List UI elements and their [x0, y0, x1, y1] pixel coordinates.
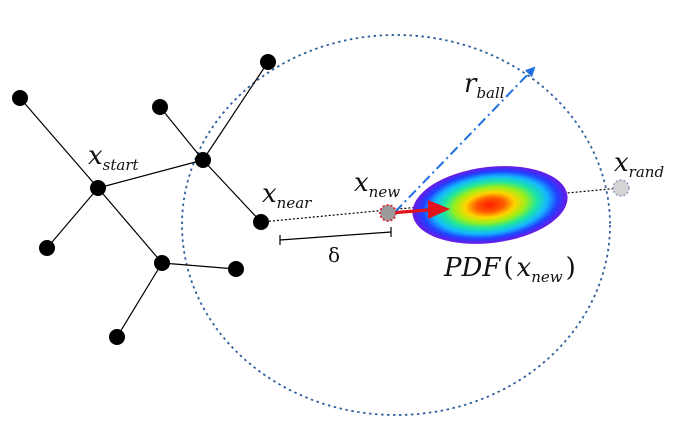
- tree-edge: [97, 159, 204, 189]
- delta-bracket: [279, 227, 392, 245]
- label-x-rand-sub: rand: [629, 163, 664, 181]
- tree-node: [154, 255, 170, 271]
- label-x-rand-base: x: [614, 148, 629, 178]
- label-pdf: PDF(xnew): [443, 253, 576, 286]
- pdf-distribution: [412, 166, 568, 244]
- radius-arrow: [394, 66, 536, 213]
- label-x-new-base: x: [354, 168, 369, 198]
- label-x-new: xnew: [354, 168, 400, 201]
- tree-edges: [19, 61, 269, 338]
- tree-node: [39, 240, 55, 256]
- x-near-node: [253, 214, 269, 230]
- label-pdf-close: ): [566, 253, 576, 283]
- label-pdf-open: (: [503, 253, 513, 283]
- label-r-ball-base: r: [464, 69, 478, 99]
- label-x-rand: xrand: [614, 148, 664, 181]
- tree-node: [152, 99, 168, 115]
- tree-edge: [202, 159, 262, 223]
- label-x-new-sub: new: [369, 183, 401, 201]
- label-r-ball: rball: [464, 69, 505, 102]
- tree-edge: [159, 106, 204, 161]
- tree-edge: [116, 262, 163, 338]
- x-rand-node: [612, 179, 630, 197]
- tree-edge: [161, 262, 237, 270]
- label-x-near: xnear: [262, 179, 312, 212]
- label-x-near-base: x: [262, 179, 277, 209]
- label-x-near-sub: near: [277, 194, 312, 212]
- label-pdf-sub: new: [531, 268, 563, 286]
- tree-node: [109, 329, 125, 345]
- tree-node: [90, 180, 106, 196]
- label-x-start-sub: start: [103, 156, 140, 174]
- tree-node: [195, 152, 211, 168]
- label-r-ball-sub: ball: [476, 84, 504, 102]
- label-x-start-base: x: [88, 141, 103, 171]
- tree-node: [260, 54, 276, 70]
- label-pdf-base: x: [517, 253, 532, 283]
- label-x-start: xstart: [88, 141, 140, 174]
- tree-edge: [97, 187, 163, 264]
- tree-nodes: [12, 54, 276, 345]
- tree-edge: [202, 61, 269, 161]
- x-new-node: [379, 204, 397, 222]
- steer-arrow-head: [428, 200, 450, 219]
- tree-node: [228, 261, 244, 277]
- tree-node: [12, 90, 28, 106]
- tree-edge: [46, 187, 99, 249]
- ball-circle: [181, 34, 611, 416]
- label-delta: δ: [328, 243, 340, 267]
- tree-edge: [19, 97, 99, 189]
- label-pdf-func: PDF: [443, 253, 501, 283]
